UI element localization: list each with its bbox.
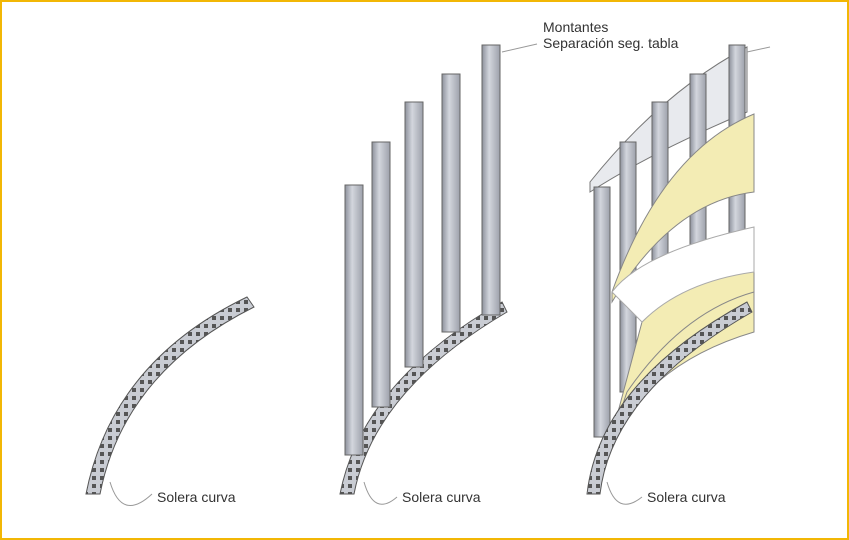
- curved-track-2-with-studs: [339, 43, 538, 505]
- studs-spacing-label: Separación seg. tabla: [543, 35, 679, 51]
- track-label-3: Solera curva: [647, 489, 726, 505]
- track-label-1: Solera curva: [157, 489, 236, 505]
- studs-label: Montantes: [543, 19, 609, 35]
- studs: [344, 44, 501, 456]
- track-label-2: Solera curva: [402, 489, 481, 505]
- curved-wall-with-board: [586, 44, 771, 505]
- curved-track-1: [85, 296, 255, 506]
